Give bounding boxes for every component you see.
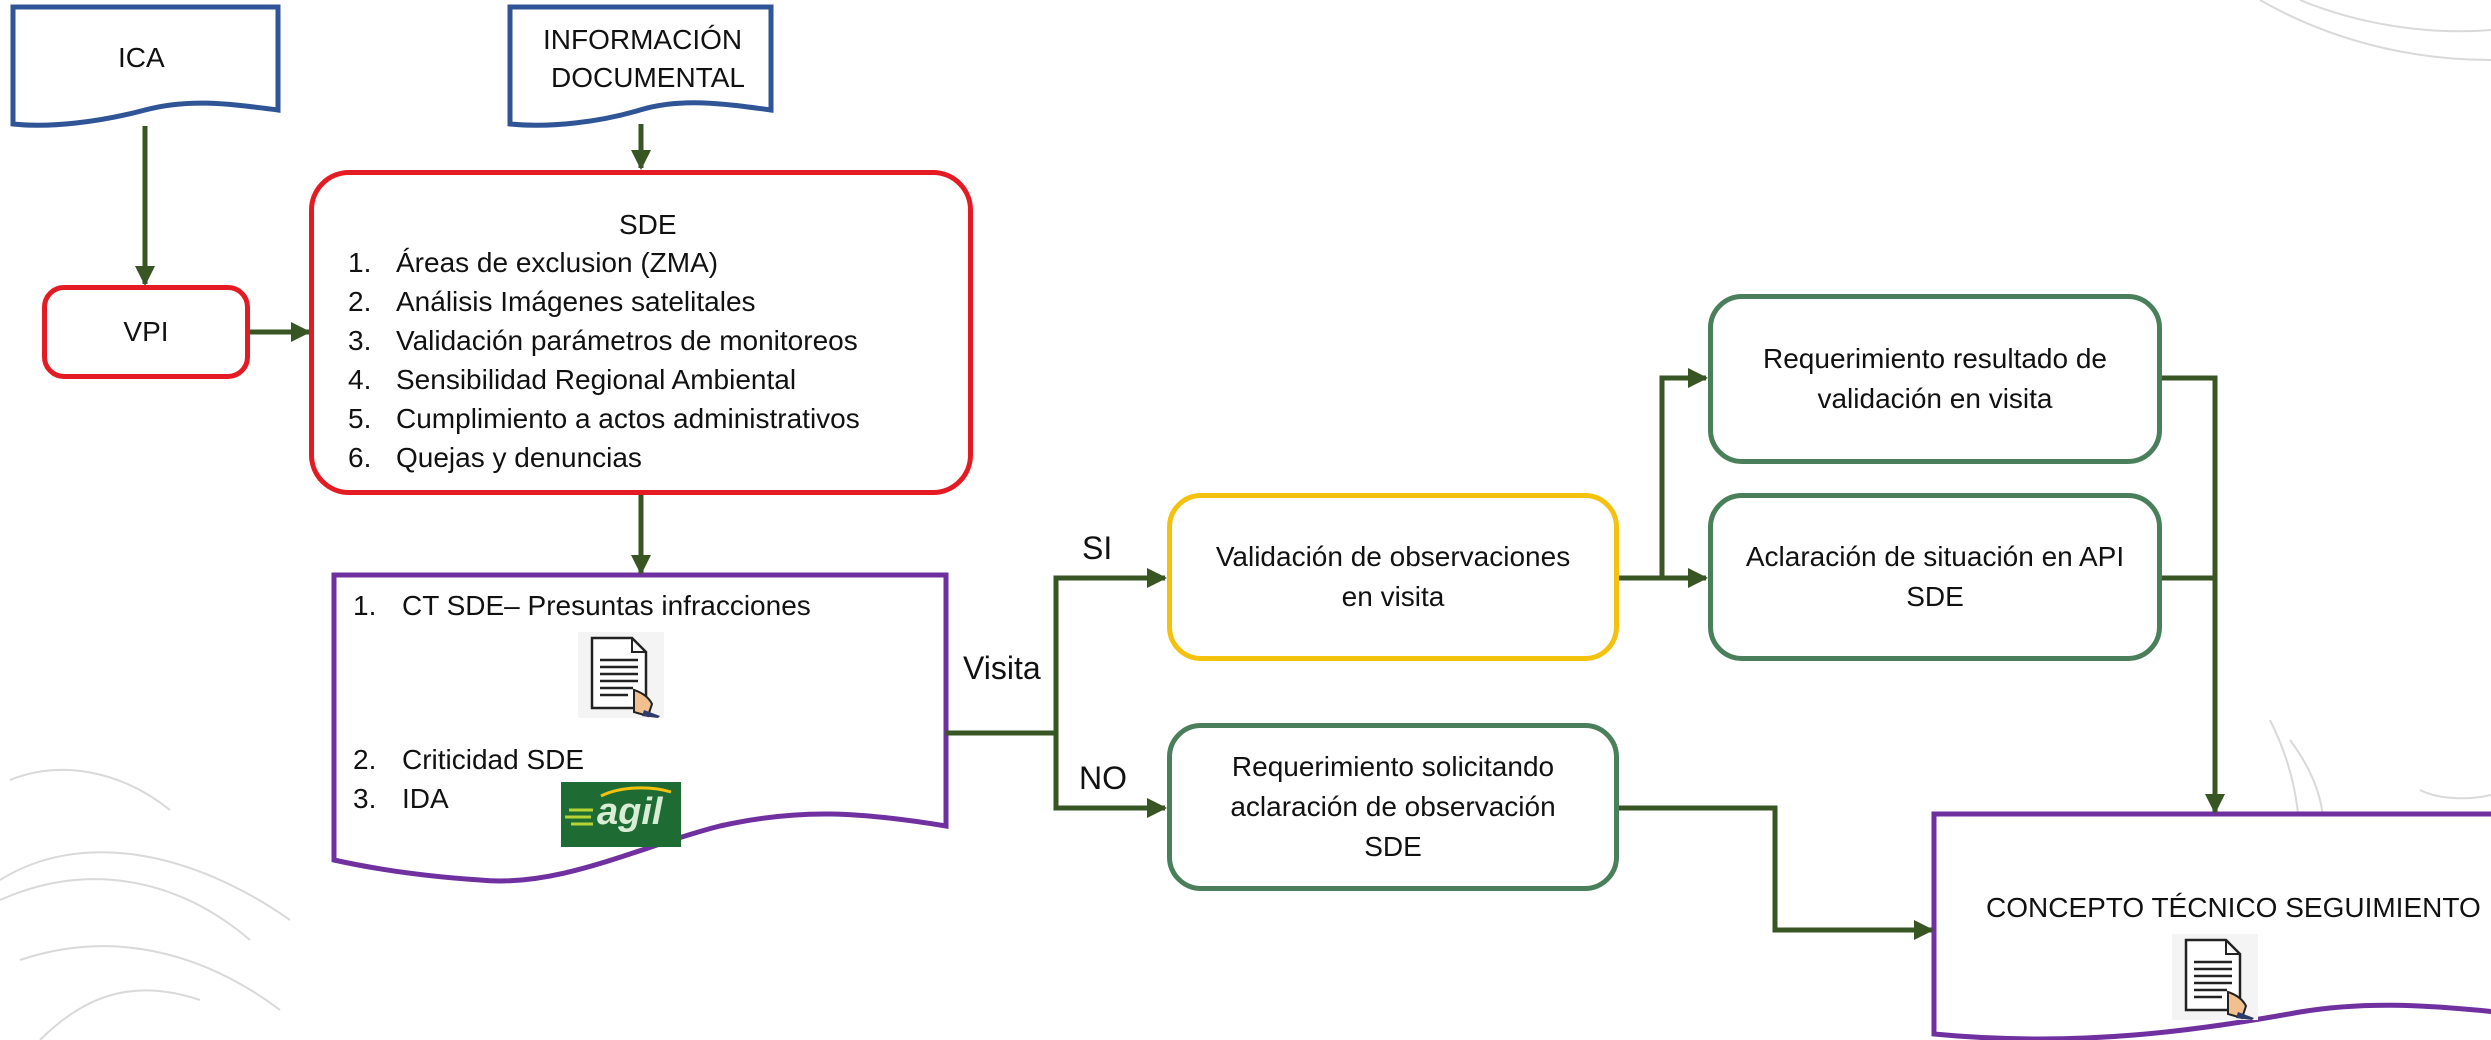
edge-label-si: SI: [1082, 530, 1113, 566]
arrows: [135, 124, 2225, 940]
concepto-label: CONCEPTO TÉCNICO SEGUIMIENTO: [1986, 892, 2481, 923]
sde-item-6: Quejas y denuncias: [396, 442, 642, 473]
ct-item-3: IDA: [402, 783, 449, 814]
agil-logo-text: agil: [597, 791, 663, 833]
ica-document-shape: [10, 4, 281, 128]
ct-item-1-num: 1.: [353, 590, 377, 621]
sde-item-1-num: 1.: [348, 247, 372, 278]
ct-item-1: CT SDE– Presuntas infracciones: [402, 590, 811, 621]
vpi-label: VPI: [123, 316, 169, 347]
aclaracion-box: Aclaración de situación en API SDE: [1708, 493, 2162, 661]
req-solicitando-line2: aclaración de observación: [1230, 791, 1556, 822]
info-doc-label-line1: INFORMACIÓN: [543, 24, 743, 55]
sde-item-4-num: 4.: [348, 364, 372, 395]
sde-item-5-num: 5.: [348, 403, 372, 434]
validacion-box: Validación de observaciones en visita: [1167, 493, 1619, 661]
req-solicitando-box: Requerimiento solicitando aclaración de …: [1167, 723, 1619, 891]
req-solicitando-line1: Requerimiento solicitando: [1231, 751, 1555, 782]
agil-logo: agil: [561, 782, 681, 847]
sde-item-5: Cumplimiento a actos administrativos: [396, 403, 860, 434]
req-resultado-line1: Requerimiento resultado de: [1763, 343, 2107, 374]
req-solicitando-line3: SDE: [1364, 831, 1422, 862]
sde-box: SDE 1. Áreas de exclusion (ZMA) 2. Análi…: [309, 170, 973, 495]
sde-item-6-num: 6.: [348, 442, 372, 473]
info-doc-document-shape: [507, 4, 774, 128]
sde-item-3: Validación parámetros de monitoreos: [396, 325, 858, 356]
sde-item-4: Sensibilidad Regional Ambiental: [396, 364, 797, 395]
edge-label-no: NO: [1079, 760, 1127, 796]
sde-item-1: Áreas de exclusion (ZMA): [396, 247, 719, 278]
ica-label: ICA: [118, 42, 165, 73]
sde-title: SDE: [619, 209, 677, 240]
ct-item-2: Criticidad SDE: [402, 744, 585, 775]
sde-item-2-num: 2.: [348, 286, 372, 317]
agil-logo-swoosh: [565, 786, 672, 826]
sde-item-3-num: 3.: [348, 325, 372, 356]
vpi-box: VPI: [42, 285, 250, 379]
ct-item-2-num: 2.: [353, 744, 377, 775]
ct-item-3-num: 3.: [353, 783, 377, 814]
aclaracion-line2: SDE: [1906, 581, 1964, 612]
edge-label-visita: Visita: [963, 650, 1041, 686]
aclaracion-line1: Aclaración de situación en API: [1745, 541, 2125, 572]
info-doc-label-line2: DOCUMENTAL: [551, 62, 745, 93]
req-resultado-line2: validación en visita: [1817, 383, 2053, 414]
concepto-document-shape: [1931, 811, 2491, 1040]
concepto-document-hand-icon: [2172, 934, 2258, 1020]
ct-sde-document-shape: [331, 572, 949, 884]
document-hand-icon: [578, 632, 664, 718]
validacion-label-line1: Validación de observaciones: [1215, 541, 1571, 572]
sde-item-2: Análisis Imágenes satelitales: [396, 286, 756, 317]
req-resultado-box: Requerimiento resultado de validación en…: [1708, 294, 2162, 464]
validacion-label-line2: en visita: [1341, 581, 1445, 612]
